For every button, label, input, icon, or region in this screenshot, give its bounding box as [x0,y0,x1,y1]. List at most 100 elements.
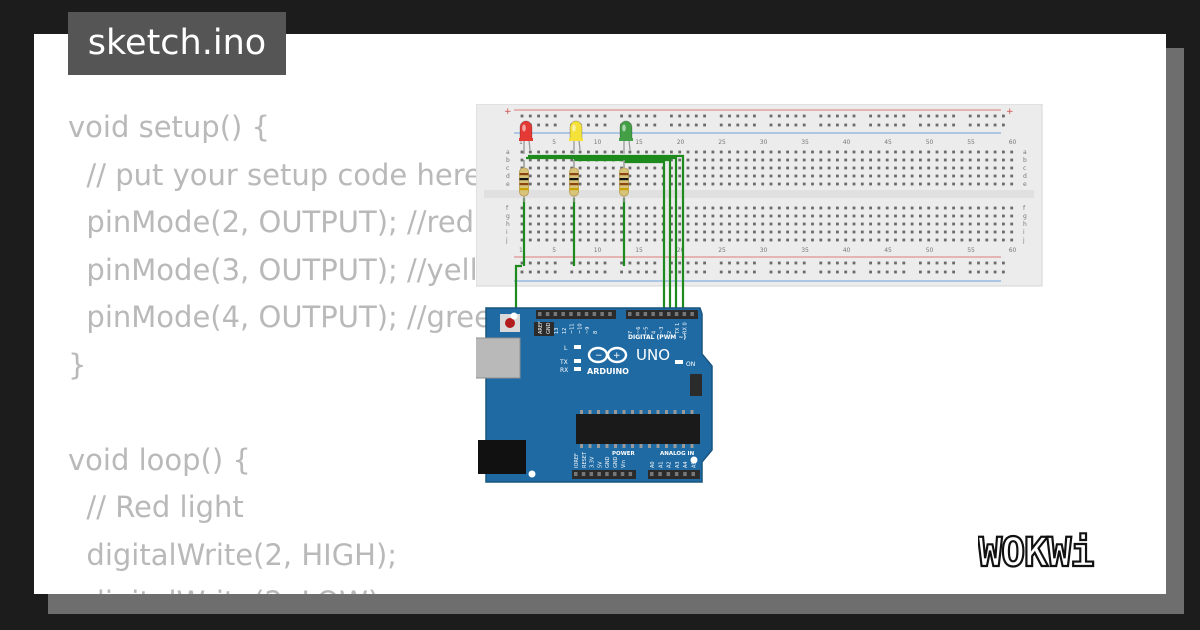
pin-label: TX 1 [675,323,681,335]
wire-yellow [574,158,672,314]
column-number: 55 [967,139,975,146]
leds [519,120,633,154]
row-letter: h [1023,221,1027,228]
wokwi-logo-text: WOKWi [978,530,1093,576]
pin-label: 7 [628,331,634,334]
column-number: 40 [843,247,851,254]
row-letter: j [505,237,508,244]
board-brand: ARDUINO [587,367,629,376]
code-line: void loop() { [68,442,251,477]
reset-button[interactable] [505,318,515,328]
pin-label: RX 0 [683,322,689,334]
code-preview: void setup() { // put your setup code he… [68,104,519,594]
column-number: 25 [718,139,726,146]
column-number: 15 [635,139,643,146]
column-number: 40 [843,139,851,146]
row-letter: b [506,157,510,164]
column-number: 45 [884,247,892,254]
on-label: ON [686,361,695,368]
arduino-logo-icon [587,346,628,364]
column-number: 60 [1009,139,1017,146]
row-letter: i [506,229,508,236]
analog-label: ANALOG IN [660,451,695,457]
svg-text:+: + [613,351,621,361]
pin-label: ~9 [585,327,591,334]
file-title: sketch.ino [68,12,286,75]
row-letter: d [1023,173,1027,180]
row-letter: a [506,149,510,156]
power-jack [478,440,526,474]
pin-label: GND [605,456,611,468]
code-line: pinMode(3, OUTPUT); //yellow [68,252,520,287]
row-letter: h [506,221,510,228]
power-label: POWER [612,451,636,457]
column-number: 30 [760,139,768,146]
pin-label: ~10 [577,323,583,334]
column-number: 30 [760,247,768,254]
pin-label: 5V [597,461,603,468]
wires [514,154,685,318]
column-number: 60 [1009,247,1017,254]
pin-label: RESET [582,451,588,468]
column-number: 5 [552,247,556,254]
pin-label: 8 [593,331,599,334]
pin-label: A1 [658,461,664,468]
pin-label: GND [546,322,552,334]
resistor [619,167,629,197]
column-number: 1 [519,247,523,254]
pin-label: 13 [554,328,560,334]
pin-label: 2 [667,331,673,334]
rx-label: RX [560,367,568,374]
row-letter: f [506,205,509,212]
code-line [68,389,519,437]
resistor [569,167,579,197]
led-red [519,120,533,154]
code-line: } [68,347,87,382]
row-letter: g [506,213,510,220]
atmega-chip [576,414,700,444]
l-label: L [564,345,568,352]
pin-label: A5 [692,461,698,468]
code-line: void setup() { [68,110,270,144]
column-number: 50 [926,247,934,254]
svg-text:−: − [595,351,603,361]
resistor [519,167,529,197]
column-number: 20 [677,139,685,146]
row-letter: e [1023,181,1027,188]
row-letter: j [1022,237,1025,244]
arduino-uno-board: − + UNO ARDUINO DIGITAL (PWM ~) POWER AN… [476,307,713,483]
wokwi-logo-icon: WOKWi [978,529,1096,576]
pin-label: 12 [562,328,568,334]
pin-label: Vin [621,460,627,468]
usb-port [476,337,521,379]
column-number: 55 [967,247,975,254]
pin-label: ~11 [570,323,576,334]
column-number: 10 [594,247,602,254]
row-letter: a [1023,149,1027,156]
on-led [675,360,683,364]
resistors [519,160,629,202]
row-letter: g [1023,213,1027,220]
column-number: 20 [677,247,685,254]
row-letter: d [506,173,510,180]
column-number: 35 [801,247,809,254]
row-letter: c [1023,165,1026,172]
code-line: digitalWrite(2, LOW); [68,579,519,594]
pin-label: ~6 [636,327,642,334]
pin-label: A4 [683,461,689,468]
column-number: 50 [926,139,934,146]
row-letter: b [1023,157,1027,164]
pin-label: IOREF [574,453,580,468]
column-number: 45 [884,139,892,146]
code-line: // put your setup code here [68,157,482,192]
wire-green [624,160,666,314]
board-model: UNO [636,346,670,364]
pin-label: A0 [650,461,656,468]
code-line: pinMode(2, OUTPUT); //red [68,205,475,239]
column-number: 1 [519,139,523,146]
pin-label: ~5 [644,327,650,334]
